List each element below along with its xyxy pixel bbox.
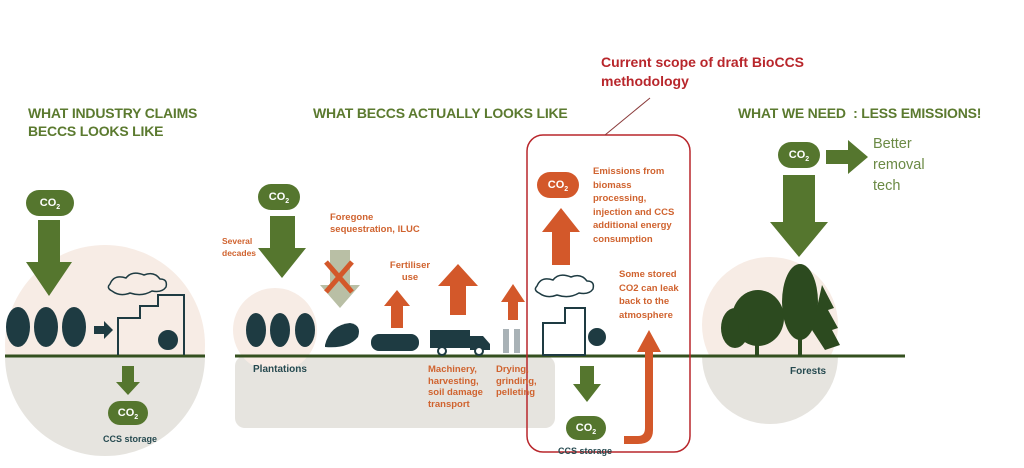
scope-pointer: [604, 97, 651, 136]
arrow-up-icon: [501, 284, 525, 320]
arrow-down-icon: [258, 216, 306, 278]
co2-text: CO: [117, 407, 135, 419]
co2-badge: CO2: [778, 142, 820, 168]
several-decades-label: Several decades: [222, 236, 257, 258]
co2-text: CO: [788, 149, 806, 161]
scope-box: [526, 134, 691, 453]
forest-icon: [721, 264, 840, 356]
arrow-up-icon: [384, 290, 410, 328]
need-heading: WHAT WE NEED : LESS EMISSIONS!: [738, 105, 982, 121]
claims-heading: WHAT INDUSTRY CLAIMS BECCS LOOKS LIKE: [28, 104, 197, 140]
co2-subscript: 2: [56, 204, 61, 212]
hedge-icon: [371, 334, 419, 351]
co2-subscript: 2: [592, 429, 597, 437]
claims-circle-ground: [5, 356, 205, 456]
machinery-label: Machinery, harvesting, soil damage trans…: [428, 364, 483, 410]
arrow-right-icon: [826, 140, 868, 174]
trees-icon: [6, 307, 86, 347]
foregone-label: Foregone sequestration, ILUC: [330, 212, 420, 235]
claims-heading-line2: BECCS LOOKS LIKE: [28, 123, 164, 139]
trees-icon: [246, 313, 359, 348]
fertiliser-label: Fertiliser use: [389, 260, 431, 283]
ccs-storage-label: CCS storage: [558, 446, 613, 456]
forests-label: Forests: [790, 366, 827, 377]
actual-heading: WHAT BECCS ACTUALLY LOOKS LIKE: [313, 105, 568, 121]
ccs-storage-label: CCS storage: [103, 434, 158, 444]
arrow-down-icon: [26, 220, 72, 296]
forest-circle-ground: [702, 356, 838, 424]
leak-arrow-icon: [624, 330, 661, 444]
claims-heading-line1: WHAT INDUSTRY CLAIMS: [28, 105, 198, 121]
co2-text: CO: [39, 197, 57, 209]
co2-subscript: 2: [805, 156, 810, 164]
co2-badge: CO2: [258, 184, 300, 210]
co2-emission-badge: CO2: [537, 172, 579, 198]
factory-icon: [534, 274, 606, 356]
arrow-up-icon: [542, 208, 580, 265]
plantations-label: Plantations: [253, 364, 307, 375]
truck-icon: [430, 330, 490, 356]
co2-text: CO: [547, 179, 565, 191]
scope-title-line2: methodology: [601, 73, 689, 89]
arrow-down-icon: [116, 366, 140, 395]
arrow-down-icon: [770, 175, 828, 257]
cross-icon: [324, 260, 354, 294]
emissions-text: Emissions from biomass processing, injec…: [593, 166, 675, 245]
better-removal-label: Better removal tech: [873, 136, 925, 194]
factory-icon: [107, 272, 185, 355]
pellet-machine-icon: [503, 329, 520, 353]
co2-subscript: 2: [285, 198, 290, 206]
arrow-down-icon: [573, 366, 601, 402]
arrow-up-icon: [438, 264, 478, 315]
scope-title: Current scope of draft BioCCS methodolog…: [601, 53, 804, 91]
co2-subscript: 2: [134, 414, 139, 422]
co2-text: CO: [575, 422, 593, 434]
leak-text: Some stored CO2 can leak back to the atm…: [619, 269, 679, 321]
co2-storage-badge: CO2: [566, 416, 606, 440]
arrow-right-icon: [94, 321, 113, 339]
scope-title-line1: Current scope of draft BioCCS: [601, 54, 805, 70]
drying-label: Drying, grinding, pelleting: [496, 364, 537, 398]
co2-badge: CO2: [26, 190, 74, 216]
co2-storage-badge: CO2: [108, 401, 148, 425]
co2-subscript: 2: [564, 186, 569, 194]
co2-text: CO: [268, 191, 286, 203]
actual-ground-area: [235, 356, 555, 428]
